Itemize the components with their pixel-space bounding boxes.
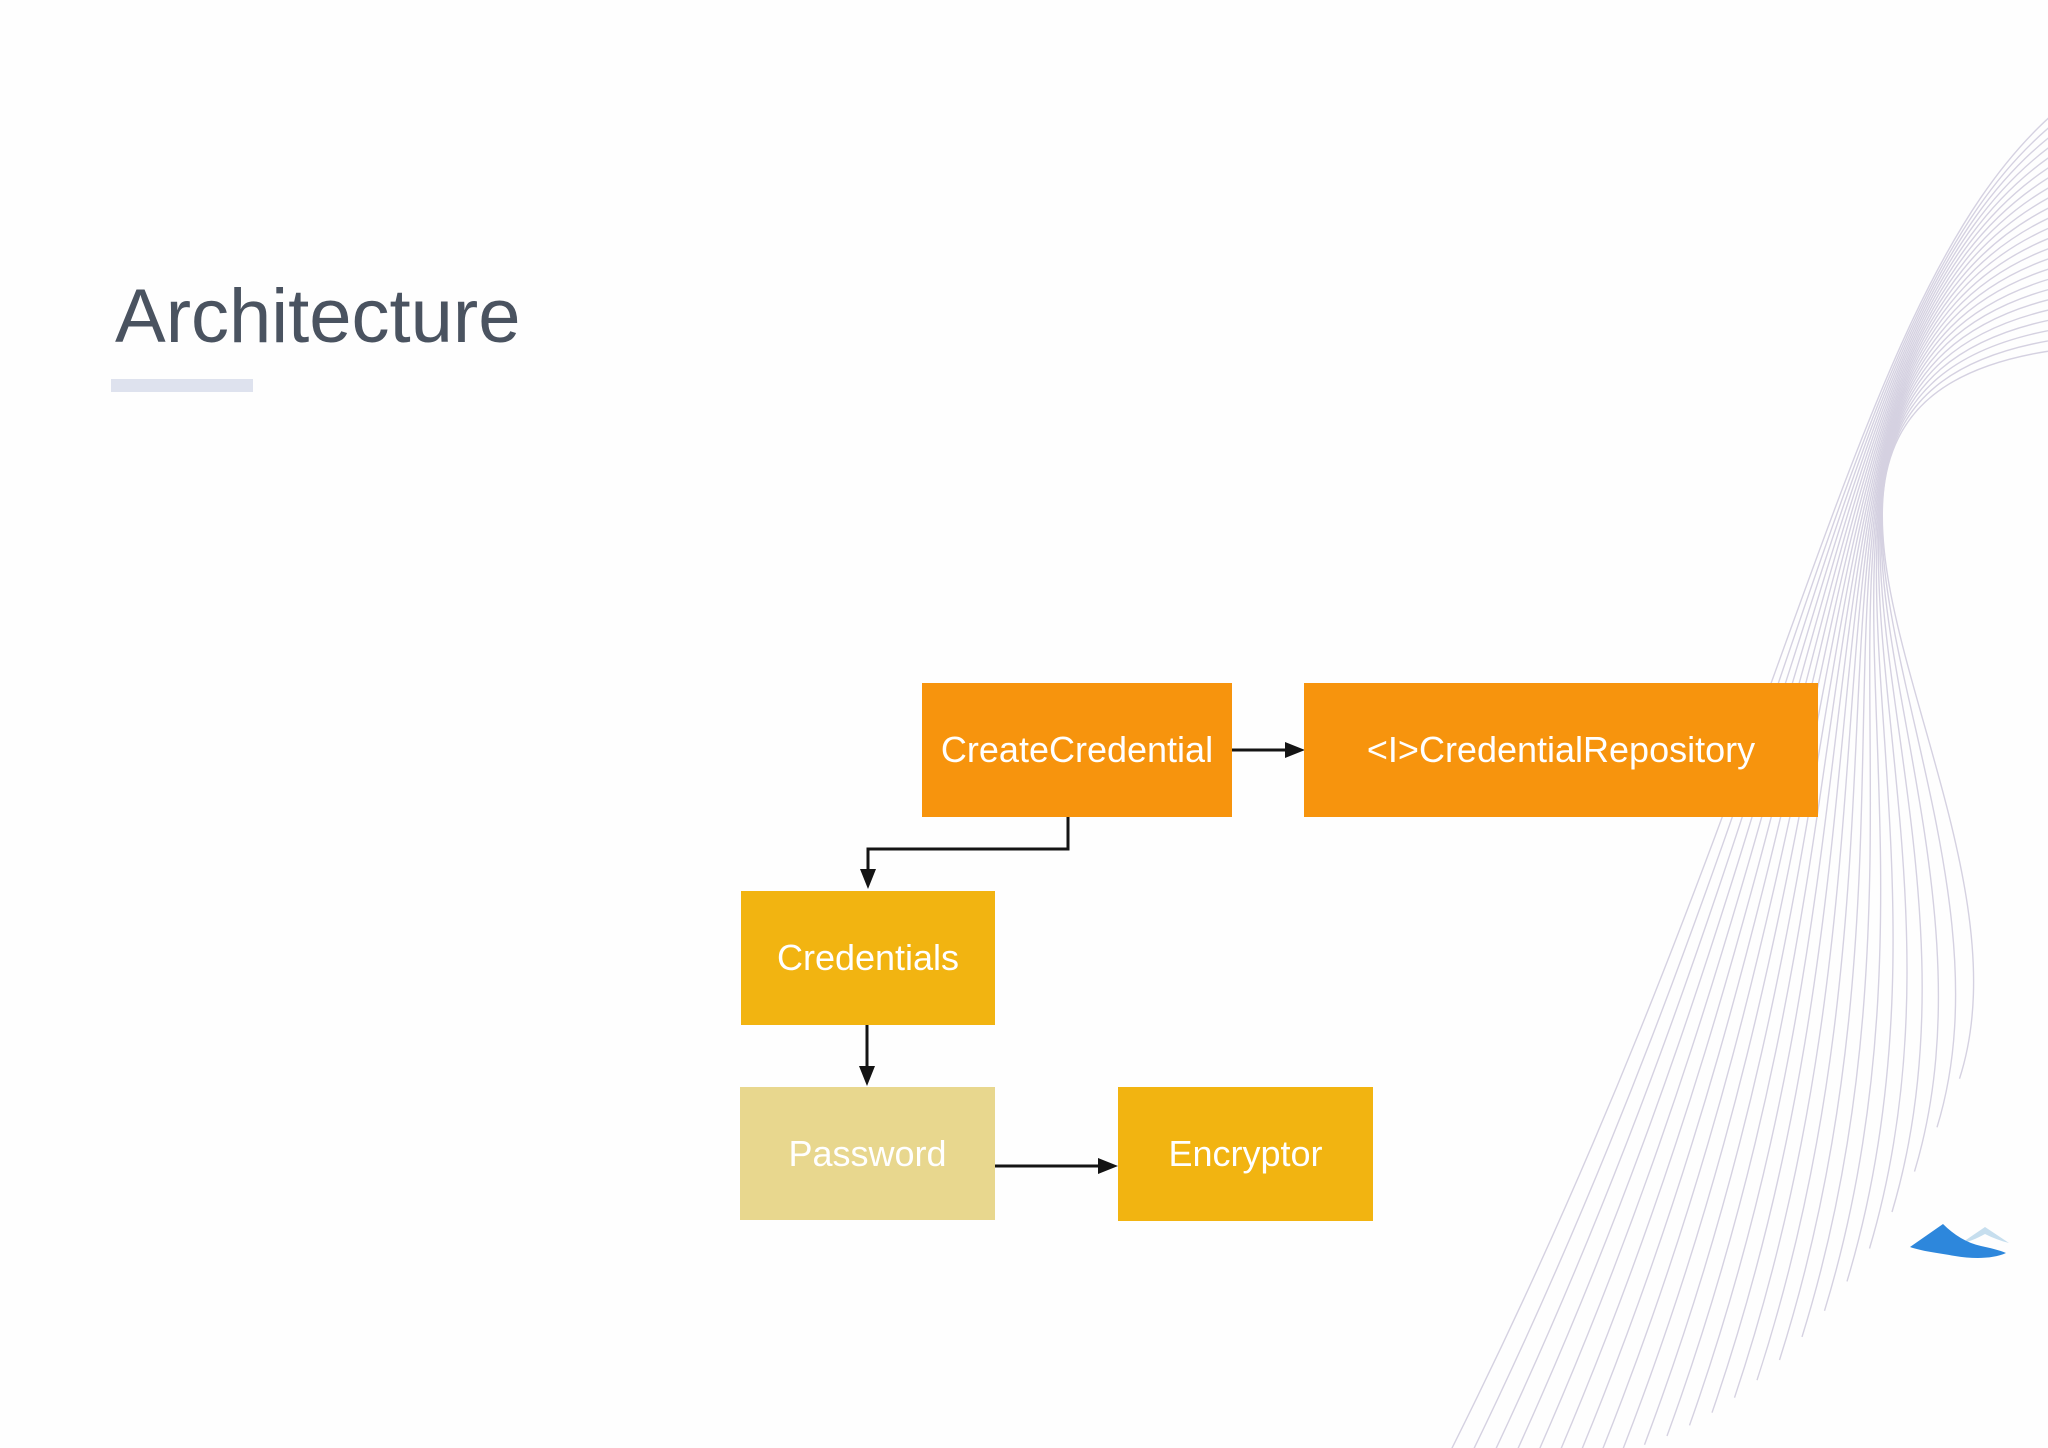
title-underline [111, 379, 253, 392]
arrowhead-down-2 [859, 1066, 875, 1086]
node-encryptor-label: Encryptor [1168, 1133, 1323, 1174]
node-credentials: Credentials [741, 891, 995, 1025]
node-credential-repository-label: <I>CredentialRepository [1366, 729, 1756, 770]
arrowhead-right-1 [1285, 742, 1305, 758]
page-title: Architecture [115, 274, 521, 359]
node-password: Password [740, 1087, 995, 1220]
node-credentials-label: Credentials [776, 937, 960, 978]
node-credential-repository: <I>CredentialRepository [1304, 683, 1818, 817]
node-password-label: Password [788, 1132, 947, 1174]
arrowhead-down-1 [860, 869, 876, 889]
node-create-credential: CreateCredential [922, 683, 1232, 817]
node-create-credential-label: CreateCredential [940, 729, 1214, 770]
node-encryptor: Encryptor [1118, 1087, 1373, 1221]
arrowhead-right-2 [1098, 1158, 1118, 1174]
edge-createcredential-to-credentials [866, 817, 1070, 869]
logo-blue-swoosh [1910, 1224, 2006, 1258]
logo-light-peak [1960, 1227, 2009, 1244]
mountain-logo-icon [1910, 1224, 2009, 1258]
